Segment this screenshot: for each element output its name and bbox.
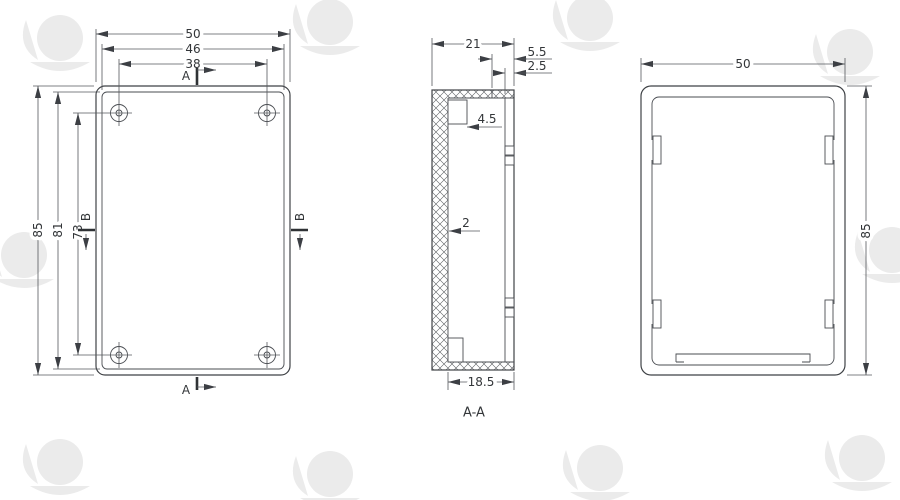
- section-b-markers: B B: [78, 213, 308, 250]
- section-view-title: A-A: [463, 406, 485, 421]
- front-left-dimensions: 85 81 73: [28, 85, 106, 376]
- front-inner-outline: [101, 91, 285, 370]
- dim-side-width: 50: [735, 57, 750, 71]
- side-dimensions: 50 85: [640, 54, 877, 376]
- section-b-label-left: B: [79, 213, 93, 221]
- section-a-markers: A A: [182, 66, 216, 397]
- front-top-dimensions: 50 46 38: [95, 24, 291, 100]
- side-view: 50 85: [640, 54, 877, 376]
- section-inner-lines: [447, 90, 514, 363]
- screw-hole-bottom-right: [254, 342, 280, 368]
- section-a-label-top: A: [182, 69, 191, 83]
- dim-front-width-mid: 46: [185, 42, 200, 56]
- dim-front-height-outer: 85: [31, 222, 45, 237]
- front-view: 50 46 38 85 81 73 A A: [28, 24, 308, 397]
- side-outer-outline: [640, 85, 846, 376]
- section-outer-outline: [431, 89, 515, 371]
- side-clip-features: [652, 135, 834, 329]
- section-b-label-right: B: [293, 213, 307, 221]
- side-inner-outline: [651, 96, 835, 366]
- section-boss-top: [447, 99, 468, 125]
- dim-section-depth: 21: [465, 37, 480, 51]
- dim-front-height-holes: 73: [71, 224, 85, 239]
- side-bottom-channel: [675, 353, 811, 363]
- section-a-label-bottom: A: [182, 383, 191, 397]
- dim-section-wall: 2: [462, 216, 470, 230]
- dim-section-inner-depth: 18.5: [468, 375, 495, 389]
- section-hatching: [432, 90, 514, 370]
- side-inner-line-breaks: [650, 140, 836, 324]
- section-clip-slots: [504, 145, 515, 318]
- section-view: 21 5.5 2.5 4.5 2 18.5 A-A: [431, 34, 552, 421]
- dim-section-boss: 4.5: [477, 112, 496, 126]
- dim-front-height-mid: 81: [51, 222, 65, 237]
- screw-hole-top-right: [254, 100, 280, 126]
- dim-front-width-holes: 38: [185, 57, 200, 71]
- section-dimensions: 21 5.5 2.5 4.5 2 18.5: [431, 34, 552, 393]
- front-outer-outline: [95, 85, 291, 376]
- dim-section-lip: 5.5: [527, 45, 546, 59]
- screw-hole-top-left: [106, 100, 132, 126]
- dim-side-height: 85: [859, 223, 873, 238]
- dim-front-width-outer: 50: [185, 27, 200, 41]
- dim-section-lip-wall: 2.5: [527, 59, 546, 73]
- section-boss-bottom: [447, 337, 464, 363]
- screw-hole-bottom-left: [106, 342, 132, 368]
